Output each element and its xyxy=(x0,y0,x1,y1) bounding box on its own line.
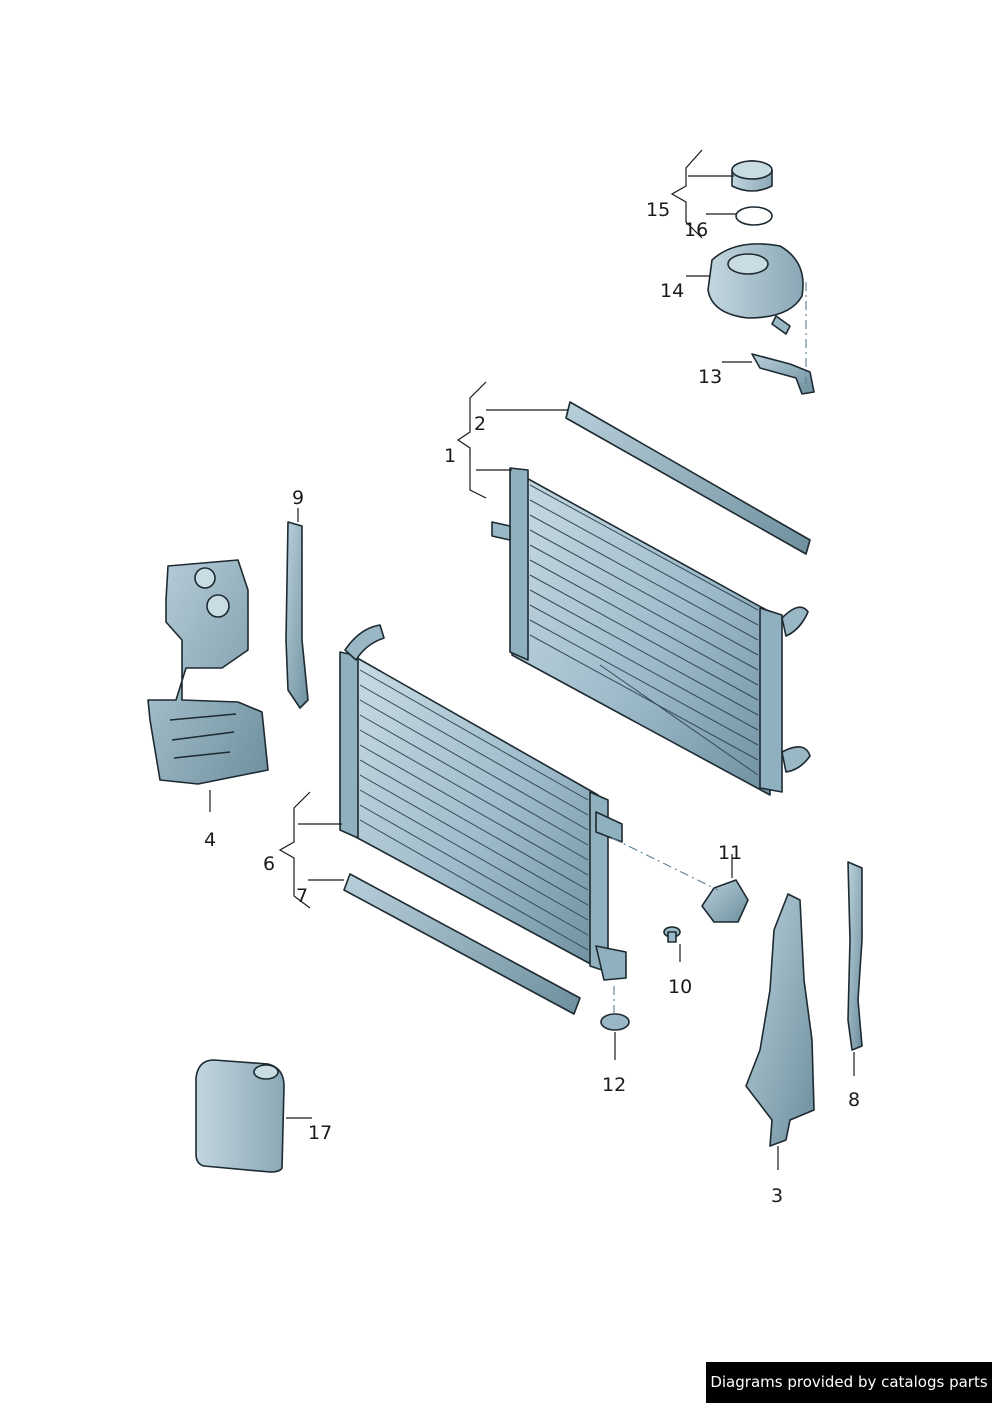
callout-14: 14 xyxy=(660,280,684,302)
callout-4: 4 xyxy=(204,829,216,851)
credit-banner: Diagrams provided by catalogs parts xyxy=(706,1362,992,1403)
callout-7: 7 xyxy=(296,885,308,907)
callout-11: 11 xyxy=(718,842,742,864)
callout-2: 2 xyxy=(474,413,486,435)
reservoir-cap xyxy=(731,160,773,192)
callout-15: 15 xyxy=(646,199,670,221)
callout-13: 13 xyxy=(698,366,722,388)
callout-8: 8 xyxy=(848,1089,860,1111)
air-duct-left xyxy=(147,559,269,785)
callout-16: 16 xyxy=(684,219,708,241)
callout-10: 10 xyxy=(668,976,692,998)
air-guide-9 xyxy=(285,521,309,709)
seal-strip-lower xyxy=(343,873,581,1015)
callout-9: 9 xyxy=(292,487,304,509)
callout-17: 17 xyxy=(308,1122,332,1144)
air-duct-right xyxy=(745,893,815,1147)
seal-strip-upper xyxy=(565,401,811,555)
seal-ring xyxy=(735,206,773,226)
coolant-reservoir xyxy=(707,243,804,335)
coolant-canister xyxy=(195,1059,285,1173)
bracket-11 xyxy=(701,879,749,923)
callout-3: 3 xyxy=(771,1185,783,1207)
reservoir-bracket xyxy=(751,353,815,395)
callout-12: 12 xyxy=(602,1074,626,1096)
rubber-mount-12 xyxy=(600,1013,630,1031)
condenser xyxy=(339,624,627,981)
callout-6: 6 xyxy=(263,853,275,875)
callout-1: 1 xyxy=(444,445,456,467)
air-guide-8 xyxy=(847,861,863,1051)
screw-10 xyxy=(663,926,681,943)
leader-lines xyxy=(209,149,855,1170)
radiator-upper xyxy=(491,467,811,796)
